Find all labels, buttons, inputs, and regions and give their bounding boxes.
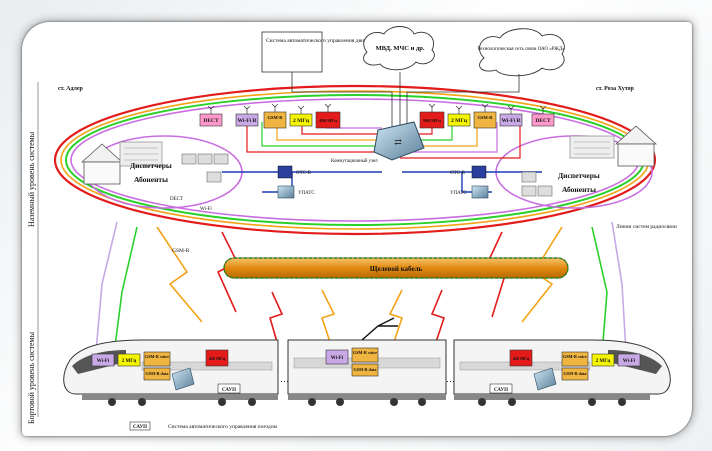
train-450-left: [205, 349, 229, 367]
train-gsm-data-right: [561, 367, 589, 381]
gsm-r-link-label: GSM-R: [172, 248, 190, 254]
train-450-right: [509, 349, 533, 367]
svg-text:2 МГц: 2 МГц: [451, 118, 468, 124]
svg-text:2 МГц: 2 МГц: [596, 359, 611, 364]
upatc-right-icon: [471, 185, 489, 199]
svg-text:САУП: САУП: [494, 388, 508, 393]
svg-text:GSM-R: GSM-R: [478, 115, 494, 120]
otc-r-left-icon: [277, 165, 293, 179]
train-switch-left-icon: [171, 367, 195, 391]
right-station-building: [569, 125, 658, 167]
radio-links: [95, 221, 627, 355]
network-diagram: Наземный уровень системы Бортовой уровен…: [27, 26, 677, 431]
svg-text:GSM-R voice: GSM-R voice: [563, 354, 587, 359]
ring-red: [53, 84, 657, 236]
svg-text:GSM-R voice: GSM-R voice: [353, 350, 377, 355]
diagram-card: Наземный уровень системы Бортовой уровен…: [22, 22, 692, 436]
rzd-network-label: Технологическая сеть связи ОАО «РЖД»: [477, 47, 565, 52]
upatc-left-icon: [277, 185, 295, 199]
train-2mhz-left: [117, 353, 141, 367]
dect-left-label: DECT: [170, 197, 183, 202]
subscribers-left-label: Абоненты: [134, 175, 168, 184]
train-wifi-right: [617, 353, 641, 367]
wifi-left-label: Wi-Fi: [200, 207, 212, 212]
train-control-label: Система автоматического управления движе…: [266, 38, 383, 44]
radio-lines-label: Линии систем радиосвязи: [616, 224, 677, 230]
svg-text:400 МГц: 400 МГц: [319, 118, 337, 123]
train-gsm-voice-middle: [351, 347, 379, 363]
svg-text:GSM-R: GSM-R: [268, 115, 284, 120]
ground-level-label: Наземный уровень системы: [27, 131, 36, 227]
otc-r-right-icon: [471, 165, 487, 179]
svg-text:900 МГц: 900 МГц: [423, 118, 441, 123]
subscribers-right-label: Абоненты: [562, 185, 596, 194]
dispatchers-left-label: Диспетчеры: [130, 161, 172, 170]
core-switch-icon: ⇄: [373, 121, 425, 161]
train-gsm-data-left: [143, 367, 171, 381]
train-gsm-voice-left: [143, 351, 171, 367]
svg-text:2 МГц: 2 МГц: [293, 118, 310, 124]
svg-text:GSM-R data: GSM-R data: [564, 371, 588, 376]
mvd-label: МВД, МЧС и др.: [375, 45, 424, 52]
train-gsm-data-middle: [351, 363, 379, 377]
train-switch-right-icon: [533, 367, 557, 391]
rzd-network-cloud: [479, 28, 565, 77]
svg-text:⇄: ⇄: [394, 137, 402, 147]
right-terminals: [521, 171, 553, 197]
svg-text:Wi-Fi: Wi-Fi: [623, 359, 636, 364]
leaky-cable-label: Щелевой кабель: [370, 265, 423, 273]
upatc-left-label: УПАТС: [298, 191, 315, 196]
train-wifi-middle: [325, 349, 349, 365]
svg-text:Wi-Fi: Wi-Fi: [331, 356, 344, 361]
station-right-label: ст. Роза Хутор: [596, 86, 635, 92]
leaky-cable: [223, 257, 569, 279]
svg-text:Wi-Fi: Wi-Fi: [97, 359, 110, 364]
train-coupling-dots: …: [280, 374, 289, 384]
svg-text:САУП: САУП: [222, 388, 236, 393]
svg-text:Wi-Fi R: Wi-Fi R: [238, 118, 258, 124]
svg-text:GSM-R data: GSM-R data: [354, 367, 378, 372]
train-left-car: [63, 339, 279, 406]
otc-r-right-label: ОТС-R: [450, 171, 466, 176]
svg-text:Wi-Fi R: Wi-Fi R: [502, 118, 522, 124]
station-left-label: ст. Адлер: [58, 86, 84, 92]
upatc-right-label: УПАТС: [450, 191, 467, 196]
left-terminals: [181, 153, 229, 183]
train-wifi-left: [91, 353, 115, 367]
legend-key: САУП: [133, 425, 147, 430]
onboard-level-label: Бортовой уровень системы: [27, 331, 36, 424]
sap-badge-right: [489, 383, 513, 394]
svg-text:2 МГц: 2 МГц: [122, 359, 137, 364]
svg-text:GSM-R voice: GSM-R voice: [145, 354, 169, 359]
dispatchers-right-label: Диспетчеры: [558, 171, 600, 180]
train-gsm-voice-right: [561, 351, 589, 367]
train-coupling-dots-right: …: [446, 374, 455, 384]
svg-text:450 МГц: 450 МГц: [209, 356, 226, 361]
left-station-building: [80, 141, 163, 185]
svg-text:DECT: DECT: [535, 118, 551, 124]
train-right-car: [453, 339, 671, 406]
mvd-cloud: [363, 26, 435, 71]
svg-text:DECT: DECT: [203, 118, 219, 124]
svg-text:GSM-R data: GSM-R data: [146, 371, 170, 376]
ground-antennas: [207, 103, 547, 114]
switching-node-label: Коммутационный узел: [331, 159, 378, 164]
otc-r-left-label: ОТС-R: [296, 171, 312, 176]
svg-text:450 МГц: 450 МГц: [513, 356, 530, 361]
sap-badge-left: [217, 383, 241, 394]
legend-key-box: [129, 421, 151, 431]
train-2mhz-right: [591, 353, 615, 367]
legend-text: Система автоматического управления поезд…: [168, 424, 277, 430]
